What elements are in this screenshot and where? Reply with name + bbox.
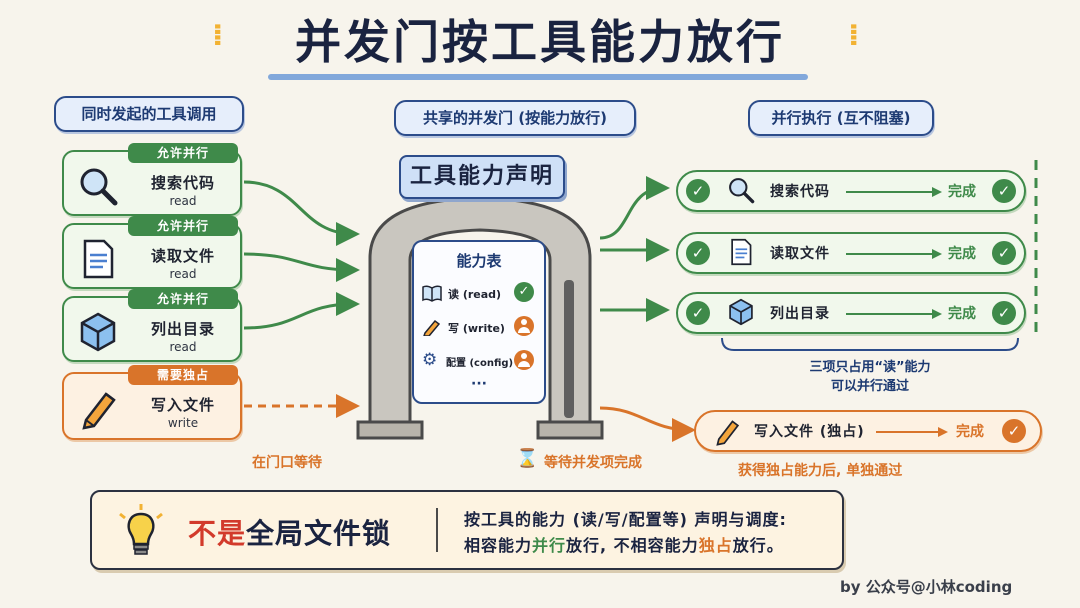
result-read-file: ✓ 读取文件 完成 ✓ [676, 232, 1026, 274]
wait-parallel-note: 等待并发项完成 [544, 455, 642, 471]
result-label: 列出目录 [770, 306, 830, 322]
gate-arch [356, 196, 604, 440]
person-icon [514, 316, 534, 336]
result-label: 读取文件 [770, 246, 830, 262]
parallel-note-line2: 可以并行通过 [830, 379, 909, 394]
result-label: 写入文件 (独占) [754, 424, 865, 440]
parallel-note-line1: 三项只占用“读”能力 [809, 360, 931, 375]
summary-headline-rest: 全局文件锁 [246, 517, 392, 550]
author-credit: by 公众号@小林coding [840, 578, 1013, 596]
capability-label: 写 (write) [448, 322, 505, 335]
call-capability: read [169, 267, 197, 281]
call-card-search: 允许并行 搜索代码 read [62, 143, 242, 216]
pencil-icon [82, 392, 116, 430]
result-search: ✓ 搜索代码 完成 ✓ [676, 170, 1026, 212]
column-header-gate: 共享的并发门 (按能力放行) [394, 100, 636, 136]
sparkle-left-icon: ⁞ [212, 18, 224, 53]
summary-headline-emphasis: 不是 [188, 517, 247, 550]
call-label: 列出目录 [150, 320, 215, 338]
document-icon [731, 238, 752, 266]
capability-row-write: 写 (write) [422, 316, 536, 340]
call-capability: read [169, 340, 197, 354]
cube-icon [729, 298, 753, 326]
capability-label: 读 (read) [448, 288, 502, 301]
exclusive-emphasis: 独占 [698, 536, 733, 555]
result-done: 完成 [948, 246, 976, 262]
check-icon: ✓ [686, 301, 710, 325]
parallel-note: 三项只占用“读”能力 可以并行通过 [740, 356, 1000, 394]
cube-icon [80, 312, 116, 352]
hourglass-icon: ⌛ [516, 448, 539, 469]
result-done: 完成 [956, 424, 984, 440]
arrow-right-icon [846, 187, 942, 197]
summary-divider [436, 508, 438, 552]
lightbulb-icon [119, 504, 163, 555]
call-label: 读取文件 [150, 247, 215, 265]
capability-row-config: ⚙ 配置 (config) [422, 350, 536, 374]
badge-exclusive: 需要独占 [128, 365, 238, 385]
parallel-emphasis: 并行 [532, 536, 567, 555]
check-icon: ✓ [686, 241, 710, 265]
capability-label: 配置 (config) [446, 358, 514, 369]
page-title: 并发门按工具能力放行 [295, 15, 785, 69]
badge-parallel: 允许并行 [128, 216, 238, 236]
check-icon: ✓ [514, 282, 534, 302]
arrow-right-icon [846, 249, 942, 259]
badge-parallel: 允许并行 [128, 289, 238, 309]
gate-sign: 工具能力声明 [399, 155, 565, 199]
title-underline [268, 74, 808, 80]
arrow-right-icon [876, 427, 948, 437]
check-icon: ✓ [992, 241, 1016, 265]
summary-line1: 按工具的能力 (读/写/配置等) 声明与调度: [464, 510, 787, 529]
pencil-icon [423, 319, 441, 336]
call-label: 搜索代码 [150, 174, 215, 192]
result-label: 搜索代码 [770, 184, 830, 200]
call-label: 写入文件 [150, 396, 215, 414]
more-ellipsis: ··· [471, 376, 487, 392]
capability-row-read: 读 (read) ✓ [422, 282, 536, 306]
call-capability: write [167, 416, 199, 430]
result-done: 完成 [948, 306, 976, 322]
capability-panel-title: 能力表 [456, 252, 502, 270]
gear-icon: ⚙ [422, 350, 438, 370]
check-icon: ✓ [992, 301, 1016, 325]
magnifier-icon [80, 168, 118, 206]
badge-parallel: 允许并行 [128, 143, 238, 163]
column-header-parallel: 并行执行 (互不阻塞) [748, 100, 934, 136]
summary-headline: 不是全局文件锁 [188, 512, 391, 552]
book-icon [422, 285, 442, 302]
check-icon: ✓ [686, 179, 710, 203]
call-card-read-file: 允许并行 读取文件 read [62, 216, 242, 289]
check-icon: ✓ [1002, 419, 1026, 443]
result-write-file: 写入文件 (独占) 完成 ✓ [694, 410, 1042, 452]
magnifier-icon [729, 178, 755, 204]
call-card-write-file: 需要独占 写入文件 write [62, 365, 242, 440]
pencil-icon [716, 420, 740, 446]
wait-at-gate-note: 在门口等待 [252, 455, 322, 471]
result-list-dir: ✓ 列出目录 完成 ✓ [676, 292, 1026, 334]
column-header-calls: 同时发起的工具调用 [54, 96, 244, 132]
result-done: 完成 [948, 184, 976, 200]
call-capability: read [169, 194, 197, 208]
arrow-right-icon [846, 309, 942, 319]
exclusive-pass-note: 获得独占能力后, 单独通过 [738, 463, 903, 479]
check-icon: ✓ [992, 179, 1016, 203]
summary-line2: 相容能力并行放行, 不相容能力独占放行。 [464, 536, 784, 555]
summary-box: 不是全局文件锁 按工具的能力 (读/写/配置等) 声明与调度: 相容能力并行放行… [90, 490, 844, 570]
document-icon [83, 239, 114, 279]
call-card-list-dir: 允许并行 列出目录 read [62, 289, 242, 362]
person-icon [514, 350, 534, 370]
sparkle-right-icon: ⁞ [848, 18, 860, 53]
capability-panel: 能力表 读 (read) ✓ 写 (write) ⚙ 配置 (config) ·… [412, 240, 546, 404]
